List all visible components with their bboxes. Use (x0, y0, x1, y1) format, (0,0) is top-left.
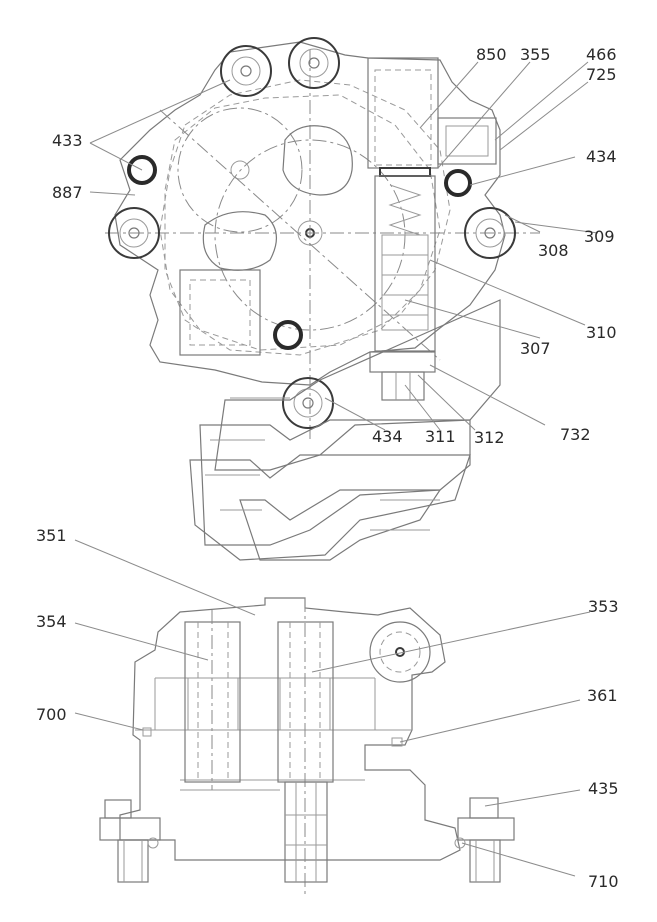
section-step-2 (199, 419, 471, 546)
valve-spring (388, 184, 422, 236)
bolt-boss-434-bottom (282, 377, 334, 429)
label-310: 310 (586, 323, 617, 342)
label-887: 887 (52, 183, 83, 202)
valve-cap (369, 351, 436, 373)
valve-nut (381, 371, 425, 401)
label-435: 435 (588, 779, 619, 798)
right-bolt-body (469, 839, 501, 883)
bottom-leaders (74, 539, 591, 877)
valve-top-block (367, 57, 439, 169)
label-361: 361 (587, 686, 618, 705)
label-307: 307 (520, 339, 551, 358)
label-311: 311 (425, 427, 456, 446)
housing-inner-2 (164, 94, 441, 356)
side-block (179, 269, 261, 356)
bottom-view: 351 353 354 361 700 435 710 (36, 526, 619, 895)
bolt-boss-433-a (220, 45, 272, 97)
kidney-port (282, 125, 353, 196)
label-850: 850 (476, 45, 507, 64)
bolt-boss-433-b (288, 37, 340, 89)
label-308: 308 (538, 241, 569, 260)
gear-pitch-circle-upper (177, 107, 303, 233)
o-ring-left (127, 155, 157, 185)
top-leaders (89, 61, 599, 431)
label-355: 355 (520, 45, 551, 64)
right-bolt-flange (457, 817, 515, 841)
top-view: 850 355 466 725 433 434 887 309 308 310 … (52, 37, 617, 561)
housing-outline (114, 41, 506, 386)
label-351: 351 (36, 526, 67, 545)
label-312: 312 (474, 428, 505, 447)
label-466: 466 (586, 45, 617, 64)
bolt-boss-309 (464, 207, 516, 259)
o-ring-bottom (273, 320, 303, 350)
valve-spool (381, 234, 429, 331)
section-step-4 (239, 489, 442, 561)
valve-top-inner (374, 69, 432, 166)
valve-fitting-725-inner (445, 125, 489, 157)
label-700: 700 (36, 705, 67, 724)
section-step-1 (214, 299, 501, 471)
o-ring-right (444, 169, 472, 197)
section-step-3 (189, 454, 471, 561)
left-bolt-flange (99, 817, 161, 841)
label-309: 309 (584, 227, 615, 246)
centerline-diag (159, 109, 441, 361)
label-732: 732 (560, 425, 591, 444)
left-bolt-body (117, 839, 149, 883)
label-433: 433 (52, 131, 83, 150)
drive-shaft-lower (284, 781, 328, 883)
gear-hub-upper (230, 160, 250, 180)
label-354: 354 (36, 612, 67, 631)
label-710: 710 (588, 872, 619, 891)
bottom-boss-inner (379, 631, 421, 673)
label-353: 353 (588, 597, 619, 616)
label-434-bottom: 434 (372, 427, 403, 446)
lower-port (202, 211, 277, 271)
label-434-right: 434 (586, 147, 617, 166)
valve-fitting-725 (437, 117, 497, 165)
side-block-inner (189, 279, 251, 346)
valve-spring-seat (379, 167, 431, 177)
valve-body (374, 175, 436, 352)
bottom-boss-outer (369, 621, 431, 683)
right-bolt-head (469, 797, 499, 819)
bolt-boss-887 (108, 207, 160, 259)
left-bolt-head (104, 799, 132, 819)
label-725: 725 (586, 65, 617, 84)
